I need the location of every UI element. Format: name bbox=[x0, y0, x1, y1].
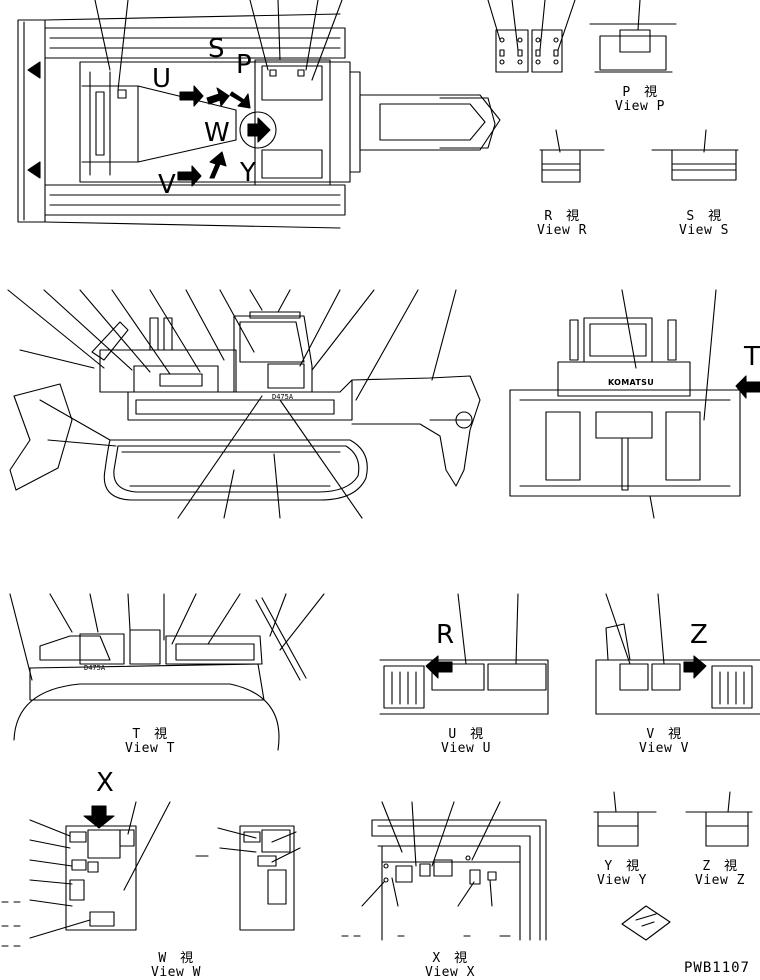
caption-view-y-jp: Y 視 bbox=[604, 859, 640, 874]
caption-view-s-en: View S bbox=[679, 223, 729, 238]
arrow-letter-z: Z bbox=[690, 620, 708, 650]
view-u-panel bbox=[380, 594, 548, 714]
side-elevation-view bbox=[8, 290, 480, 518]
arrow-letter-u: U bbox=[152, 64, 172, 94]
caption-view-p-en: View P bbox=[615, 99, 665, 114]
view-p-panel bbox=[488, 0, 676, 72]
caption-view-t: T 視 View T bbox=[116, 728, 184, 756]
rear-elevation-view bbox=[510, 290, 760, 518]
caption-view-r-en: View R bbox=[537, 223, 587, 238]
view-z-panel bbox=[686, 792, 752, 846]
arrow-letter-r: R bbox=[436, 620, 455, 650]
caption-view-x-en: View X bbox=[425, 965, 475, 980]
caption-view-w: W 視 View W bbox=[142, 952, 210, 980]
caption-view-t-en: View T bbox=[125, 741, 175, 756]
view-r-panel bbox=[540, 130, 604, 182]
caption-view-z: Z 視 View Z bbox=[686, 860, 754, 888]
caption-view-p-jp: P 視 bbox=[622, 85, 658, 100]
view-t-panel bbox=[10, 594, 324, 750]
arrow-letter-t: T bbox=[744, 342, 760, 372]
view-s-panel bbox=[652, 130, 738, 180]
caption-view-x-jp: X 視 bbox=[432, 951, 468, 966]
caption-view-w-jp: W 視 bbox=[158, 951, 194, 966]
arrow-letter-x: X bbox=[96, 768, 114, 798]
drawing-code: PWB1107 bbox=[683, 960, 750, 976]
caption-view-z-en: View Z bbox=[695, 873, 745, 888]
caption-view-r-jp: R 視 bbox=[544, 209, 580, 224]
caption-view-x: X 視 View X bbox=[416, 952, 484, 980]
caption-view-z-jp: Z 視 bbox=[702, 859, 738, 874]
view-v-panel bbox=[596, 594, 760, 714]
view-t-plate-text: D475A bbox=[84, 664, 106, 672]
decal-symbol bbox=[622, 906, 670, 940]
caption-view-u: U 視 View U bbox=[432, 728, 500, 756]
caption-view-s-jp: S 視 bbox=[686, 209, 722, 224]
caption-view-u-jp: U 視 bbox=[448, 727, 484, 742]
cab-plate-text: D475A bbox=[272, 393, 294, 401]
view-w-panel bbox=[2, 802, 300, 946]
brand-text: KOMATSU bbox=[608, 378, 654, 387]
view-x-panel bbox=[342, 802, 546, 940]
view-y-panel bbox=[594, 792, 656, 846]
arrow-letter-w: W bbox=[204, 118, 230, 148]
caption-view-u-en: View U bbox=[441, 741, 491, 756]
arrow-letter-y: Y bbox=[240, 158, 256, 188]
top-plan-view bbox=[18, 0, 500, 228]
caption-view-t-jp: T 視 bbox=[132, 727, 168, 742]
caption-view-v-jp: V 視 bbox=[646, 727, 682, 742]
caption-view-v: V 視 View V bbox=[630, 728, 698, 756]
caption-view-w-en: View W bbox=[151, 965, 201, 980]
arrow-letter-v: V bbox=[158, 170, 176, 200]
caption-view-y: Y 視 View Y bbox=[588, 860, 656, 888]
caption-view-v-en: View V bbox=[639, 741, 689, 756]
arrow-letter-s: S bbox=[208, 34, 225, 64]
arrow-letter-p: P bbox=[236, 50, 252, 80]
caption-view-r: R 視 View R bbox=[528, 210, 596, 238]
caption-view-y-en: View Y bbox=[597, 873, 647, 888]
caption-view-p: P 視 View P bbox=[606, 86, 674, 114]
caption-view-s: S 視 View S bbox=[670, 210, 738, 238]
